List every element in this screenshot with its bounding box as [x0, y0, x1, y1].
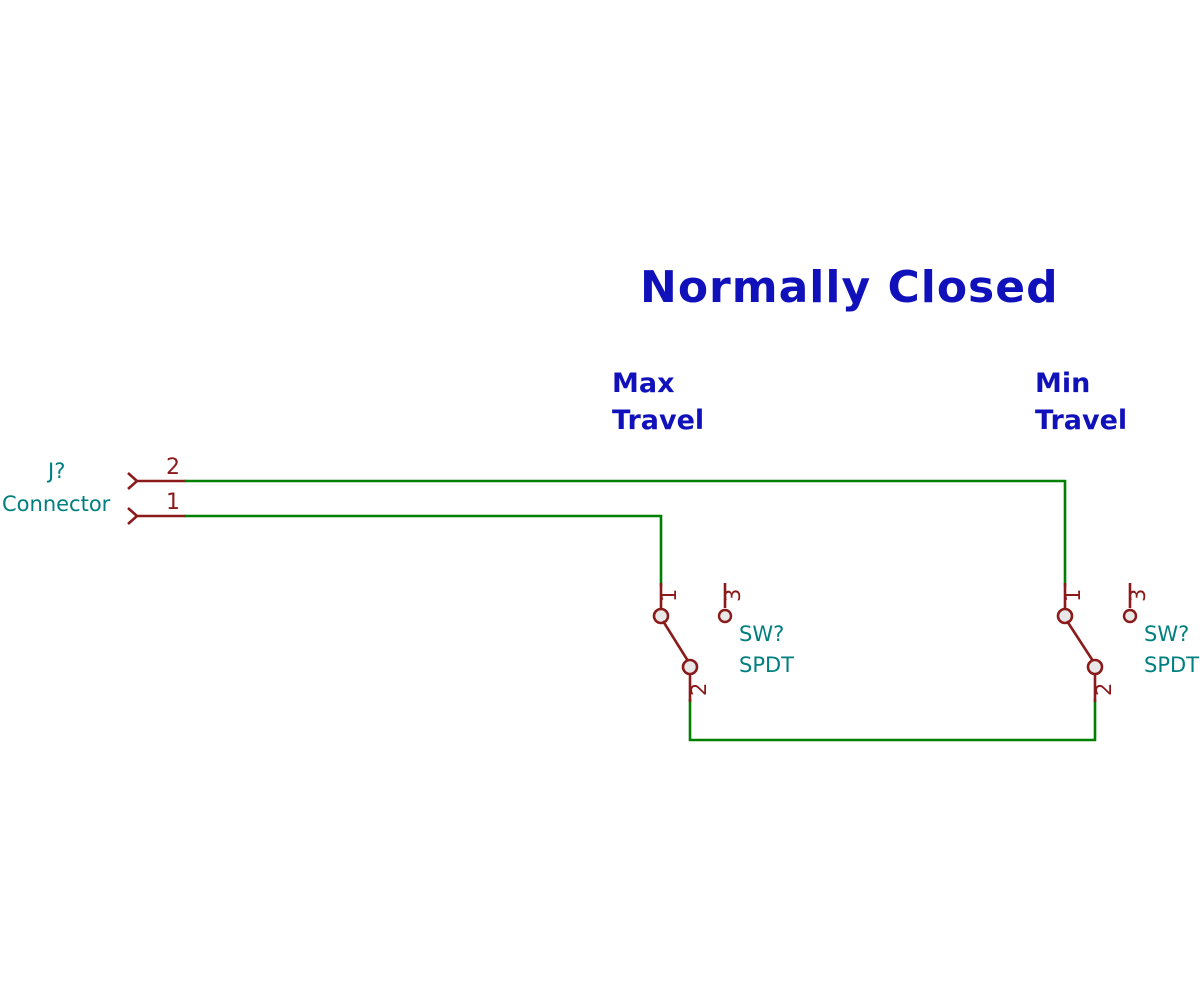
min-switch-type-label: SPDT	[1144, 653, 1199, 677]
min-travel-switch-symbol[interactable]: 1 2 3 SW? SPDT	[1056, 583, 1199, 702]
min-switch-pin2-number-group: 2	[1092, 683, 1116, 696]
connector-ref-label: J?	[46, 459, 65, 483]
max-switch-lever[interactable]	[661, 620, 690, 662]
max-switch-terminal-1[interactable]	[652, 607, 670, 625]
connector-pin-1[interactable]: 1	[127, 490, 186, 525]
wire-pin1-to-max-travel[interactable]	[184, 514, 663, 587]
min-switch-terminal-2[interactable]	[1086, 658, 1104, 676]
schematic-title: Normally Closed	[640, 262, 1059, 313]
connector-pin-2[interactable]: 2	[127, 455, 186, 490]
max-switch-terminal-2[interactable]	[681, 658, 699, 676]
max-travel-switch-symbol[interactable]: 1 2 3 SW? SPDT	[652, 583, 794, 702]
connector-pin-1-number: 1	[166, 490, 180, 515]
max-switch-type-label: SPDT	[739, 653, 794, 677]
max-switch-pin1-number: 1	[657, 589, 681, 602]
connector-pin-2-number: 2	[166, 455, 180, 480]
max-travel-label-line2: Travel	[612, 405, 704, 436]
min-switch-terminal-1[interactable]	[1056, 607, 1074, 625]
min-travel-label-line1: Min	[1035, 368, 1090, 399]
max-travel-label-line1: Max	[612, 368, 675, 399]
max-switch-pin2-number-group: 2	[687, 683, 711, 696]
min-switch-pin3-number-group: 3	[1126, 589, 1150, 602]
min-travel-label-line2: Travel	[1035, 405, 1127, 436]
min-switch-pin1-number-group: 1	[1061, 589, 1085, 602]
max-switch-ref-label: SW?	[739, 622, 784, 646]
min-switch-pin2-number: 2	[1092, 683, 1116, 696]
max-switch-pin3-number-group: 3	[721, 589, 745, 602]
max-switch-pin2-number: 2	[687, 683, 711, 696]
min-switch-pin1-number: 1	[1061, 589, 1085, 602]
wire-max-to-min-normally-closed[interactable]	[688, 698, 1097, 742]
min-switch-lever[interactable]	[1065, 620, 1095, 662]
connector-type-label: Connector	[2, 492, 111, 516]
min-switch-terminal-3[interactable]	[1122, 608, 1138, 624]
max-switch-pin3-number: 3	[721, 589, 745, 602]
max-switch-terminal-3[interactable]	[717, 608, 733, 624]
connector-symbol[interactable]: J? Connector 2 1	[2, 455, 186, 525]
max-switch-pin1-number-group: 1	[657, 589, 681, 602]
min-switch-pin3-number: 3	[1126, 589, 1150, 602]
min-switch-ref-label: SW?	[1144, 622, 1189, 646]
wire-pin2-to-min-travel[interactable]	[184, 479, 1067, 587]
